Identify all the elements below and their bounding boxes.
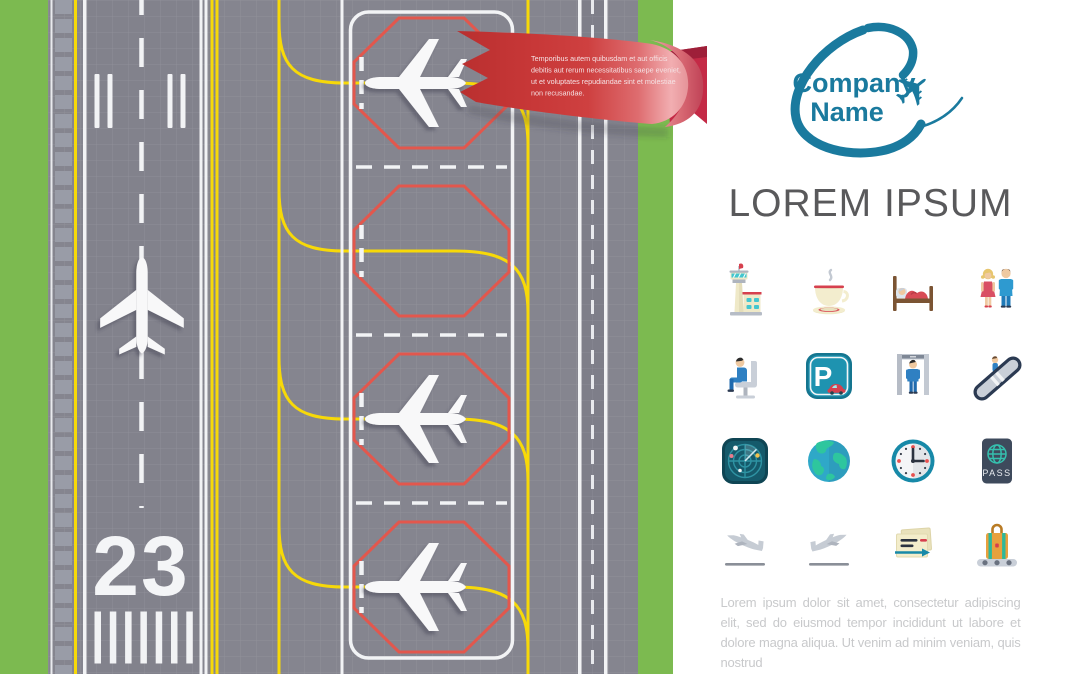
parking-stand bbox=[352, 352, 511, 486]
airport-tower-icon bbox=[716, 262, 774, 320]
company-logo: Company Name ✈ bbox=[790, 22, 963, 158]
ribbon-banner: Temporibus autem quibusdam et aut offici… bbox=[457, 31, 707, 137]
apron-edge-line bbox=[340, 0, 344, 674]
couple-icon bbox=[968, 262, 1026, 320]
tickets-icon bbox=[884, 517, 942, 575]
travel-icon-grid: P bbox=[716, 262, 1026, 575]
plane-landing-icon bbox=[716, 517, 774, 575]
runway-shoulder bbox=[50, 0, 87, 674]
logo-line1: Company bbox=[792, 68, 915, 98]
logo-line2: Name bbox=[810, 97, 884, 127]
waiting-passenger-icon bbox=[716, 347, 774, 405]
runway-edge-lines bbox=[199, 0, 219, 674]
threshold-stripes bbox=[94, 611, 193, 664]
svg-text:P: P bbox=[813, 361, 832, 392]
svg-text:non recusandae.: non recusandae. bbox=[531, 89, 585, 98]
passport-icon: PASS bbox=[968, 432, 1026, 490]
baggage-carousel-icon bbox=[968, 517, 1026, 575]
clock-icon bbox=[884, 432, 942, 490]
security-gate-icon bbox=[884, 347, 942, 405]
plane-takeoff-icon bbox=[800, 517, 858, 575]
runway-markings: 23 bbox=[92, 0, 193, 664]
svg-text:debitis aut rerum necessitatib: debitis aut rerum necessitatibus saepe e… bbox=[531, 66, 681, 75]
parking-sign-icon: P bbox=[800, 347, 858, 405]
parking-stand bbox=[352, 184, 511, 318]
runway-number: 23 bbox=[92, 519, 189, 613]
svg-text:ut et voluptates repudiandae s: ut et voluptates repudiandae sint et mol… bbox=[531, 77, 676, 86]
body-text: Lorem ipsum dolor sit amet, consectetur … bbox=[720, 595, 1021, 671]
radar-icon bbox=[716, 432, 774, 490]
info-panel: Company Name ✈ LOREM IPSUM bbox=[673, 0, 1068, 674]
apron bbox=[348, 10, 515, 660]
logo-swoosh-ellipse bbox=[790, 25, 925, 158]
ribbon-curl bbox=[650, 40, 704, 127]
coffee-cup-icon bbox=[800, 262, 858, 320]
ribbon-text: Temporibus autem quibusdam et aut offici… bbox=[531, 54, 681, 98]
hotel-bed-icon bbox=[884, 262, 942, 320]
svg-text:PASS: PASS bbox=[982, 468, 1011, 478]
svg-text:Temporibus autem quibusdam et: Temporibus autem quibusdam et aut offici… bbox=[531, 54, 668, 63]
ribbon-band bbox=[457, 31, 689, 124]
page-title: LOREM IPSUM bbox=[728, 182, 1013, 225]
escalator-icon bbox=[968, 347, 1026, 405]
airport-illustration: 23 bbox=[0, 0, 707, 674]
globe-icon bbox=[800, 432, 858, 490]
parking-stand bbox=[352, 520, 511, 654]
logo-swoosh-trail bbox=[915, 96, 963, 130]
logo-swoosh-top bbox=[863, 22, 917, 80]
grass-left bbox=[0, 0, 48, 674]
